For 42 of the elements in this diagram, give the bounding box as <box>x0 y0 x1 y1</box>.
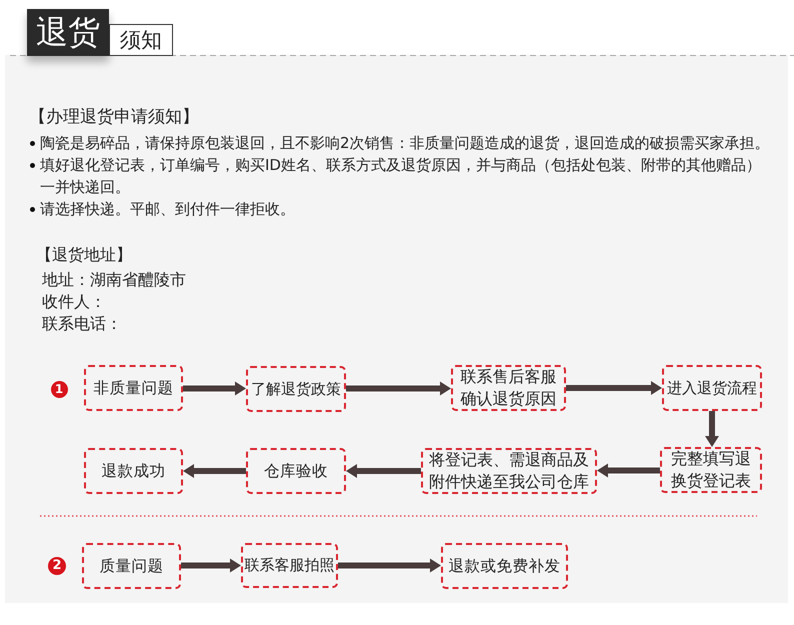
process-box <box>241 543 338 588</box>
arrow <box>338 558 441 572</box>
step-label: 联系售后客服确认退货原因 <box>460 366 558 410</box>
section-heading: 【退货地址】 <box>36 244 132 266</box>
title-text: 退货 <box>36 12 100 52</box>
process-box <box>660 447 762 493</box>
step-label: 非质量问题 <box>94 378 174 398</box>
address-line: 联系电话： <box>42 313 122 335</box>
arrow <box>566 381 662 395</box>
process-box <box>84 365 183 411</box>
address-line: 收件人： <box>42 291 106 313</box>
step-label: 质量问题 <box>100 556 164 576</box>
arrow <box>181 558 241 572</box>
step-label: 联系客服拍照 <box>244 555 334 576</box>
step-label: 退款成功 <box>102 460 166 482</box>
step-label: 将登记表、需退商品及附件快递至我公司仓库 <box>428 449 590 493</box>
step-label: 仓库验收 <box>264 460 328 482</box>
bullet-text: 陶瓷是易碎品，请保持原包装退回，且不影响2次销售：非质量问题造成的退货，退回造成的破损需买家承担。 <box>40 133 771 154</box>
step-label: 完整填写退换货登记表 <box>670 448 752 492</box>
section-heading: 【办理退货申请须知】 <box>29 106 199 128</box>
arrow <box>183 382 246 396</box>
arrow <box>346 464 421 478</box>
process-box <box>82 543 181 589</box>
arrow <box>597 464 660 478</box>
step-label: 退款或免费补发 <box>448 556 560 576</box>
process-box <box>441 543 568 589</box>
subtitle-tab <box>109 24 173 56</box>
address-line: 地址：湖南省醴陵市 <box>42 269 186 291</box>
process-box <box>451 365 566 411</box>
step-label: 了解退货政策 <box>251 378 341 400</box>
arrow <box>183 464 246 478</box>
process-box <box>662 365 762 411</box>
arrow <box>705 411 719 447</box>
bullet-text: 填好退化登记表，订单编号，购买ID姓名、联系方式及退货原因，并与商品（包括处包装、附带的其他赠品）一并快递回。 <box>40 155 762 198</box>
title-tab <box>27 9 109 56</box>
process-box <box>246 366 346 412</box>
bullet-text: 请选择快递。平邮、到付件一律拒收。 <box>40 199 296 220</box>
arrow <box>346 382 451 396</box>
process-box <box>246 448 346 494</box>
subtitle-text: 须知 <box>120 27 162 54</box>
process-box <box>84 448 183 494</box>
step-label: 进入退货流程 <box>667 378 757 398</box>
